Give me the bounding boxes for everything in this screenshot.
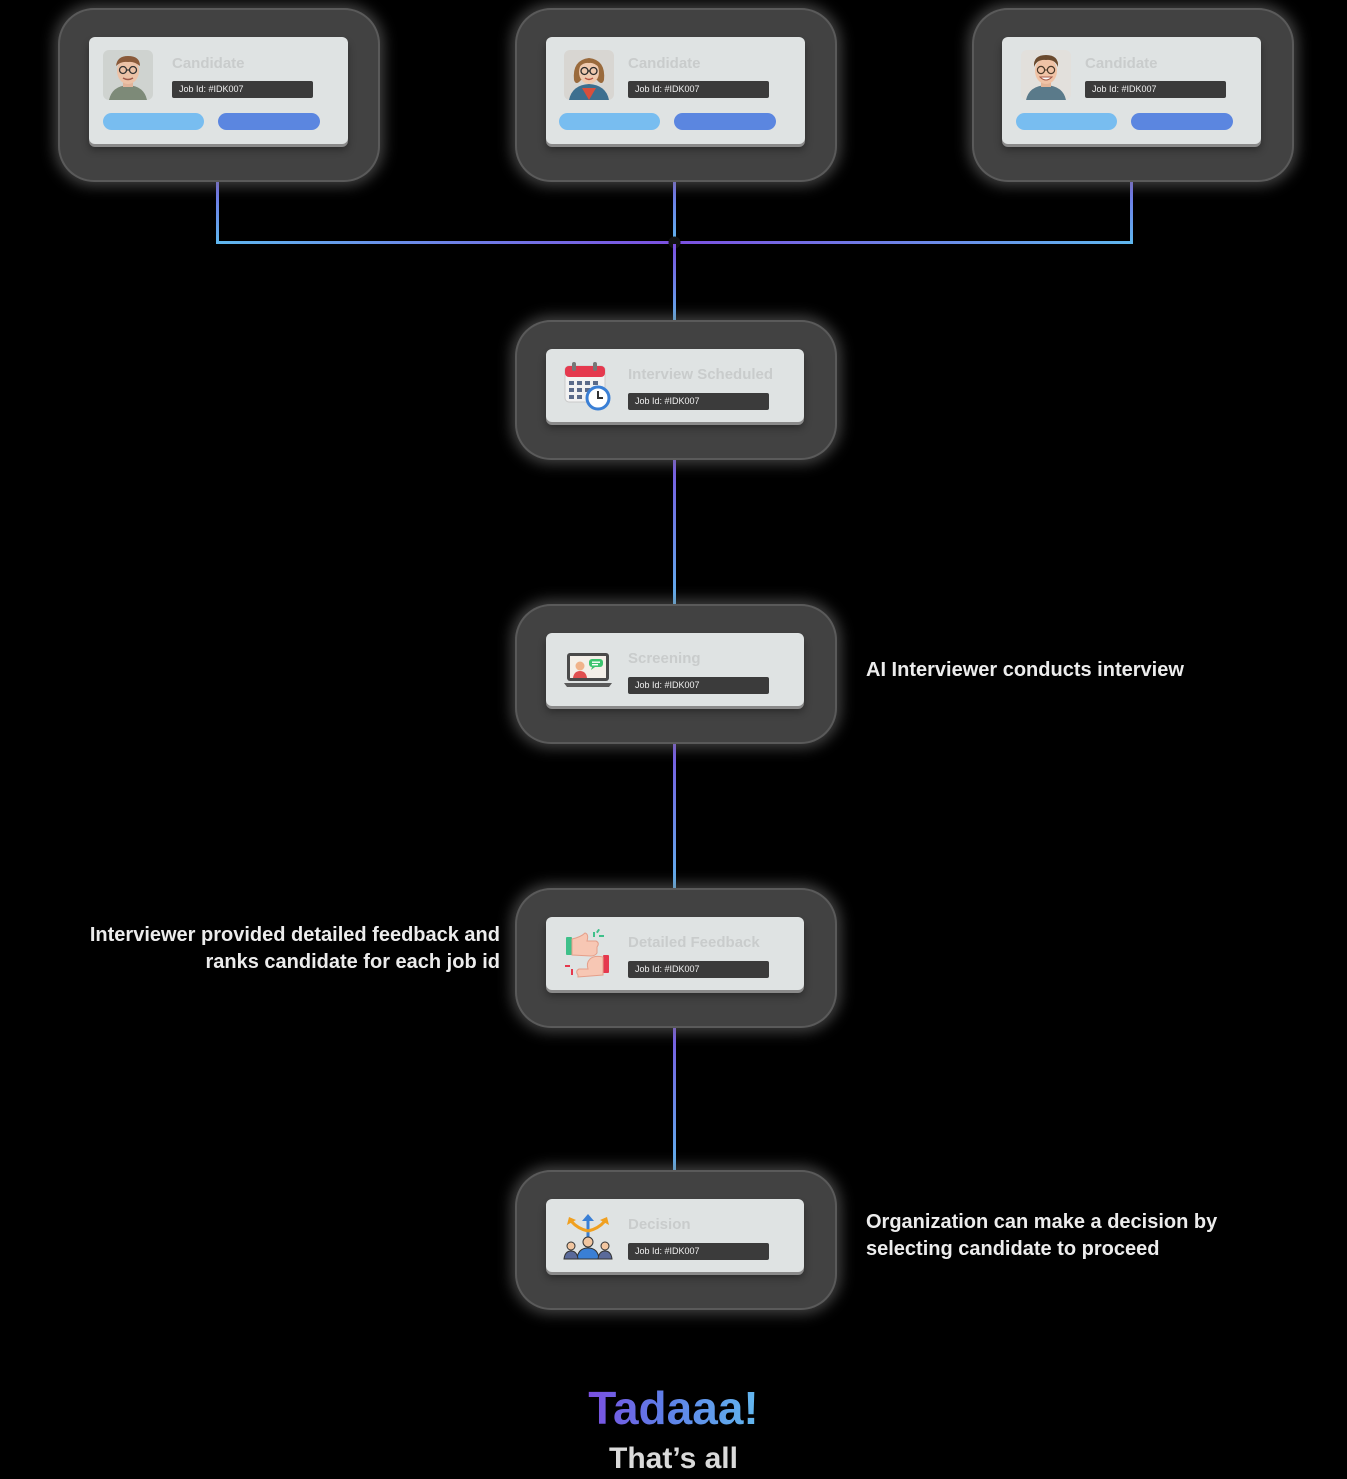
job-id-bar: Job Id: #IDK007	[172, 81, 313, 98]
stage-title: Decision	[628, 1216, 691, 1233]
feedback-note-line-1: Interviewer provided detailed feedback a…	[89, 924, 500, 946]
screening-note: AI Interviewer conducts interview	[866, 659, 1184, 681]
job-id-bar: Job Id: #IDK007	[628, 81, 769, 98]
feedback-note-line-2: ranks candidate for each job id	[205, 951, 500, 973]
candidate-action-button-light[interactable]	[1016, 113, 1117, 130]
decision-arrows-icon	[563, 1211, 613, 1261]
decision-note-line-1: Organization can make a decision by	[866, 1211, 1218, 1233]
man-smiling-avatar	[1021, 50, 1071, 100]
candidate-card[interactable]: Candidate Job Id: #IDK007	[546, 37, 805, 144]
candidate-action-button-dark[interactable]	[218, 113, 320, 130]
candidate-action-button-dark[interactable]	[674, 113, 776, 130]
connector-candidate-1	[216, 160, 219, 244]
connector-candidate-3	[1130, 160, 1133, 244]
connector-to-feedback	[673, 730, 676, 896]
decision-card[interactable]: Decision Job Id: #IDK007	[546, 1199, 804, 1272]
candidate-title: Candidate	[628, 55, 701, 72]
detailed-feedback-card[interactable]: Detailed Feedback Job Id: #IDK007	[546, 917, 804, 990]
job-id-bar: Job Id: #IDK007	[628, 677, 769, 694]
candidate-title: Candidate	[172, 55, 245, 72]
job-id-bar: Job Id: #IDK007	[628, 1243, 769, 1260]
footer-headline-text: Tadaaa!	[588, 1382, 759, 1434]
job-id-bar: Job Id: #IDK007	[628, 393, 769, 410]
connector-to-screening	[673, 446, 676, 612]
footer-subline: That’s all	[609, 1442, 738, 1475]
feedback-note: Interviewer provided detailed feedback a…	[90, 922, 500, 976]
connector-to-scheduled	[673, 244, 676, 326]
woman-glasses-avatar	[564, 50, 614, 100]
job-id-bar: Job Id: #IDK007	[628, 961, 769, 978]
screening-card[interactable]: Screening Job Id: #IDK007	[546, 633, 804, 706]
connector-to-decision	[673, 1012, 676, 1178]
thumbs-feedback-icon	[563, 928, 613, 979]
decision-note-line-2: selecting candidate to proceed	[866, 1238, 1160, 1260]
footer-headline: Tadaaa!	[0, 1378, 1347, 1438]
candidate-card[interactable]: Candidate Job Id: #IDK007	[1002, 37, 1261, 144]
job-id-bar: Job Id: #IDK007	[1085, 81, 1226, 98]
video-chat-icon	[563, 645, 613, 695]
stage-title: Interview Scheduled	[628, 366, 774, 383]
candidate-card[interactable]: Candidate Job Id: #IDK007	[89, 37, 348, 144]
connector-candidate-2	[673, 160, 676, 244]
candidate-action-button-dark[interactable]	[1131, 113, 1233, 130]
stage-title: Detailed Feedback	[628, 934, 760, 951]
candidate-title: Candidate	[1085, 55, 1158, 72]
man-glasses-avatar	[103, 50, 153, 100]
decision-note: Organization can make a decision by sele…	[866, 1209, 1217, 1263]
candidate-action-button-light[interactable]	[559, 113, 660, 130]
connector-junction-dot	[668, 236, 681, 249]
interview-scheduled-card[interactable]: Interview Scheduled Job Id: #IDK007	[546, 349, 804, 422]
calendar-clock-icon	[563, 361, 613, 411]
candidate-action-button-light[interactable]	[103, 113, 204, 130]
stage-title: Screening	[628, 650, 701, 667]
